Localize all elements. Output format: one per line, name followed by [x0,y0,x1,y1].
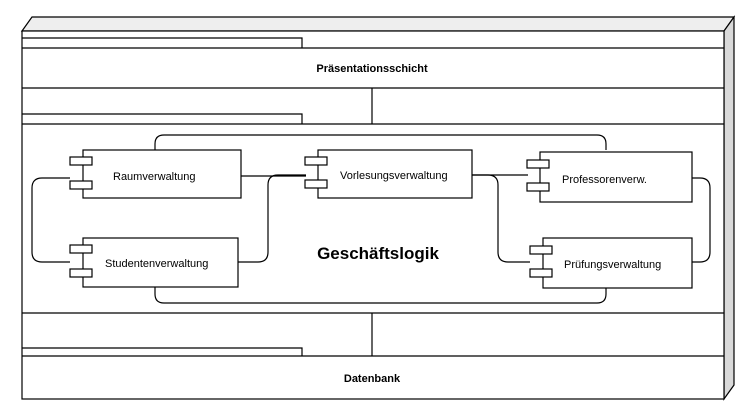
professor-component-port-top [526,159,550,169]
presentation-tab [22,37,303,48]
component-exam: Prüfungsverwaltung [529,237,693,289]
room-professor-connection [154,134,607,150]
exam-component-port-top [529,245,553,255]
lecture-component-label: Vorlesungsverwaltung [340,170,448,182]
room-component-label: Raumverwaltung [113,171,196,183]
cube-front-face [21,30,725,400]
lecture-exam-connection [472,174,530,263]
layer-frames [22,37,724,357]
student-component-port-top [69,244,93,254]
student-lecture-connection [238,174,306,263]
student-component-port-bottom [69,268,93,278]
professor-exam-connection [692,177,711,263]
student-component-label: Studentenverwaltung [105,258,208,270]
exam-component-port-bottom [529,268,553,278]
professor-component-label: Professorenverw. [562,174,647,186]
room-component-port-bottom [69,180,93,190]
room-component-box [82,149,242,199]
lecture-component-port-bottom [304,179,328,189]
student-exam-connection [154,287,607,304]
database-tab [22,347,303,356]
database-layer-label: Datenbank [344,373,401,385]
lecture-component-port-top [304,156,328,166]
lecture-component-box [317,149,473,199]
cube-top-face [20,16,736,32]
node-cube [20,15,736,401]
component-lecture: Vorlesungsverwaltung [304,149,473,199]
room-component-port-top [69,156,93,166]
room-student-connection [31,177,70,263]
component-room: Raumverwaltung [69,149,242,199]
logic-tab [22,113,303,124]
component-professor: Professorenverw. [526,151,693,203]
professor-component-port-bottom [526,182,550,192]
student-component-box [82,237,239,288]
presentation-layer-label: Präsentationsschicht [316,63,428,75]
exam-component-box [542,237,693,289]
professor-component-box [539,151,693,203]
component-student: Studentenverwaltung [69,237,239,288]
connections [31,134,711,304]
business-logic-layer-label: Geschäftslogik [317,244,439,263]
exam-component-label: Prüfungsverwaltung [564,259,661,271]
cube-side-face [723,15,735,401]
